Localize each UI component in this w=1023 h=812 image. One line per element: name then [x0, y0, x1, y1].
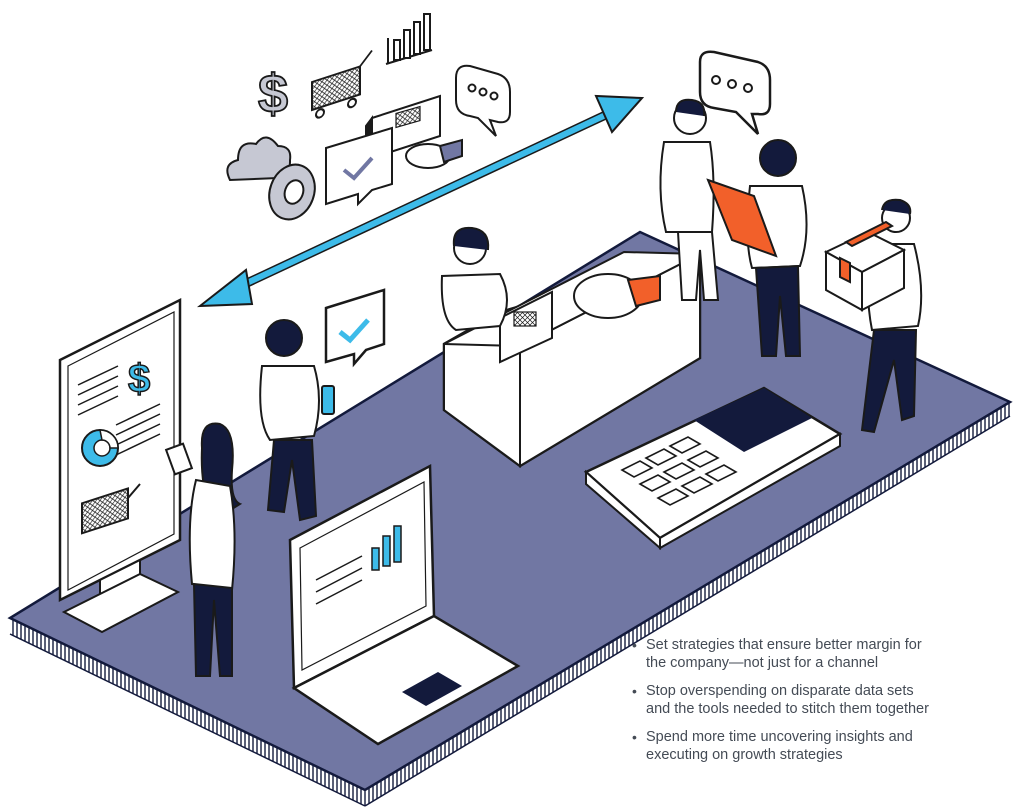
cart-icon — [81, 483, 141, 535]
benefit-text-3b: executing on growth strategies — [646, 747, 843, 763]
chat-bubble-icon — [698, 50, 772, 135]
svg-text:$: $ — [258, 64, 288, 124]
checkmark-bubble-icon — [325, 126, 393, 207]
benefits-list: • Set strategies that ensure better marg… — [630, 636, 1010, 774]
benefit-text-1a: Set strategies that ensure better margin… — [646, 637, 922, 653]
checkmark-bubble-icon — [324, 288, 386, 368]
dollar-icon: $ — [128, 357, 150, 401]
bullet-dot: • — [632, 683, 637, 699]
donut-icon — [268, 163, 316, 221]
list-item: • Spend more time uncovering insights an… — [630, 728, 1010, 764]
bar-chart-icon — [371, 525, 402, 571]
bar-chart-icon — [385, 13, 433, 65]
person-man-phone — [259, 319, 335, 522]
package-box — [823, 220, 907, 312]
benefit-text-1b: the company—not just for a channel — [646, 655, 879, 671]
person-cashier — [440, 226, 508, 332]
double-arrow-icon — [196, 94, 645, 308]
donut-icon — [81, 429, 119, 467]
counter — [442, 250, 702, 468]
list-item: • Set strategies that ensure better marg… — [630, 636, 1010, 672]
person-woman-chart — [706, 139, 808, 357]
chat-dots-icon — [455, 64, 511, 137]
cart-icon — [311, 50, 373, 119]
benefit-text-3a: Spend more time uncovering insights and — [646, 729, 913, 745]
card-terminal — [583, 386, 843, 551]
laptop — [288, 463, 521, 746]
pie-chart-icon — [405, 138, 463, 169]
person-delivery — [823, 198, 923, 434]
bullet-dot: • — [632, 729, 637, 745]
benefit-text-2a: Stop overspending on disparate data sets — [646, 683, 914, 699]
benefit-text-2b: and the tools needed to stitch them toge… — [646, 701, 929, 717]
platform — [7, 230, 1013, 807]
pie-chart-icon — [573, 273, 661, 319]
person-woman-left — [164, 422, 243, 677]
laptop-small — [499, 290, 553, 364]
dashboard-board: $ — [58, 297, 182, 634]
dollar-icon: $ — [257, 63, 289, 125]
bullet-dot: • — [632, 637, 637, 653]
list-item: • Stop overspending on disparate data se… — [630, 682, 1010, 718]
person-man-suit — [659, 98, 720, 301]
floating-icons: $ — [226, 13, 511, 221]
